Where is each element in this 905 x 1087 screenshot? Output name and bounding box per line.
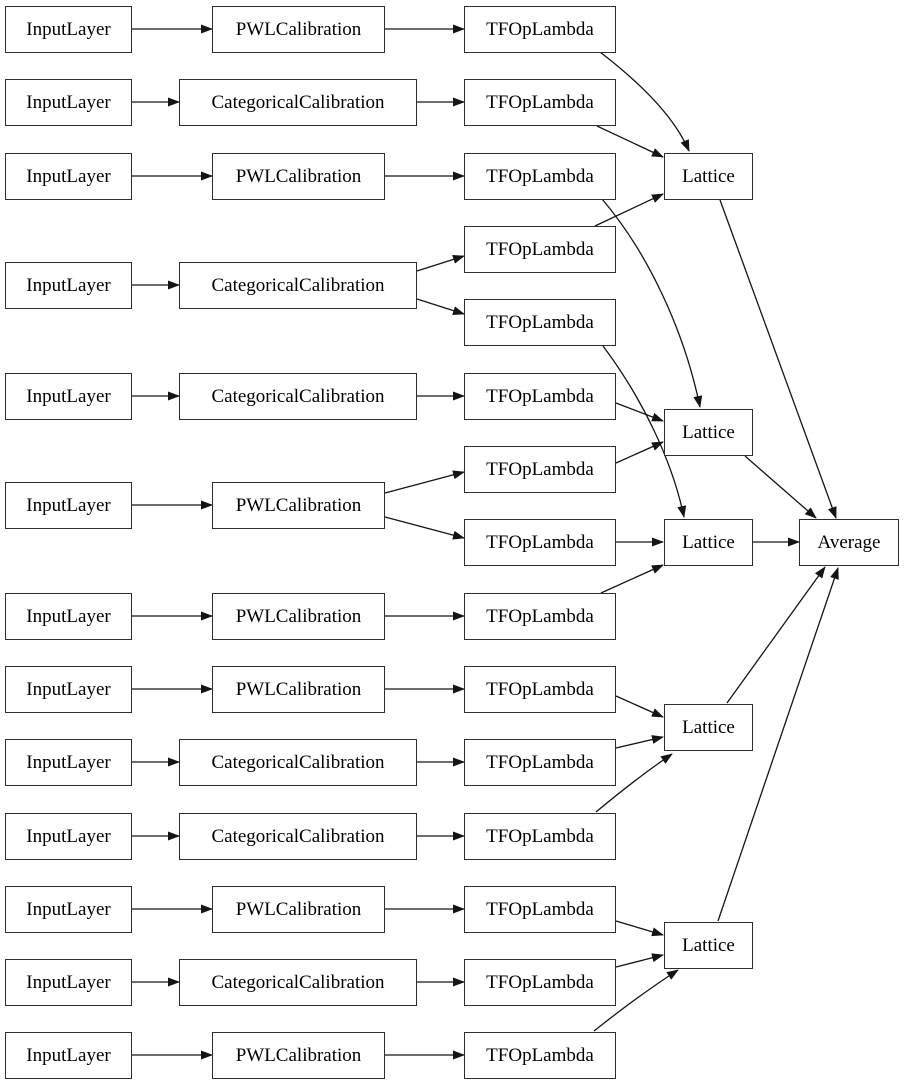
node-tf-op-lambda-t12: TFOpLambda bbox=[464, 958, 616, 1006]
edge-t3-to-L2 bbox=[601, 198, 703, 408]
node-categorical-calibration-c4: CategoricalCalibration bbox=[179, 261, 417, 309]
edge-t12-to-L5 bbox=[615, 953, 664, 968]
node-lattice-L1: Lattice bbox=[664, 152, 753, 200]
node-tf-op-lambda-t2: TFOpLambda bbox=[464, 78, 616, 126]
node-input-layer-i11: InputLayer bbox=[5, 885, 132, 933]
node-input-layer-i1: InputLayer bbox=[5, 5, 132, 53]
node-pwl-calibration-c13: PWLCalibration bbox=[212, 1031, 385, 1079]
node-lattice-L4: Lattice bbox=[664, 703, 753, 751]
node-pwl-calibration-c8: PWLCalibration bbox=[212, 665, 385, 713]
node-input-layer-i4: InputLayer bbox=[5, 261, 132, 309]
node-tf-op-lambda-t3: TFOpLambda bbox=[464, 152, 616, 200]
edge-t10-to-L4 bbox=[595, 753, 673, 813]
node-tf-op-lambda-t4a: TFOpLambda bbox=[464, 225, 616, 273]
node-tf-op-lambda-t1: TFOpLambda bbox=[464, 5, 616, 53]
node-tf-op-lambda-t6b: TFOpLambda bbox=[464, 518, 616, 566]
edge-c4-to-t4b bbox=[416, 298, 465, 315]
node-tf-op-lambda-t11: TFOpLambda bbox=[464, 885, 616, 933]
edge-t13-to-L5 bbox=[593, 969, 679, 1032]
edge-L5-to-avg bbox=[717, 567, 839, 922]
node-input-layer-i3: InputLayer bbox=[5, 152, 132, 200]
edge-t4b-to-L3 bbox=[602, 345, 687, 518]
node-lattice-L5: Lattice bbox=[664, 921, 753, 969]
node-input-layer-i8: InputLayer bbox=[5, 665, 132, 713]
node-pwl-calibration-c11: PWLCalibration bbox=[212, 885, 385, 933]
edge-t6a-to-L2 bbox=[615, 441, 664, 464]
edge-t8-to-L4 bbox=[615, 695, 664, 718]
node-input-layer-i12: InputLayer bbox=[5, 958, 132, 1006]
node-input-layer-i5: InputLayer bbox=[5, 372, 132, 420]
node-categorical-calibration-c5: CategoricalCalibration bbox=[179, 372, 417, 420]
node-lattice-L2: Lattice bbox=[664, 408, 753, 456]
node-categorical-calibration-c9: CategoricalCalibration bbox=[179, 738, 417, 786]
edge-c4-to-t4a bbox=[416, 255, 465, 272]
edge-t9-to-L4 bbox=[615, 735, 664, 749]
edge-c6-to-t6b bbox=[384, 516, 465, 540]
node-categorical-calibration-c10: CategoricalCalibration bbox=[179, 812, 417, 860]
node-tf-op-lambda-t5: TFOpLambda bbox=[464, 372, 616, 420]
edge-L2-to-avg bbox=[744, 455, 817, 519]
node-tf-op-lambda-t8: TFOpLambda bbox=[464, 665, 616, 713]
node-tf-op-lambda-t7: TFOpLambda bbox=[464, 592, 616, 640]
node-pwl-calibration-c1: PWLCalibration bbox=[212, 5, 385, 53]
node-pwl-calibration-c7: PWLCalibration bbox=[212, 592, 385, 640]
node-pwl-calibration-c3: PWLCalibration bbox=[212, 152, 385, 200]
node-input-layer-i9: InputLayer bbox=[5, 738, 132, 786]
node-input-layer-i6: InputLayer bbox=[5, 481, 132, 529]
node-categorical-calibration-c12: CategoricalCalibration bbox=[179, 958, 417, 1006]
node-tf-op-lambda-t13: TFOpLambda bbox=[464, 1031, 616, 1079]
node-lattice-L3: Lattice bbox=[664, 518, 753, 566]
edge-t11-to-L5 bbox=[615, 920, 664, 937]
node-tf-op-lambda-t10: TFOpLambda bbox=[464, 812, 616, 860]
edge-t5-to-L2 bbox=[615, 402, 664, 422]
node-input-layer-i13: InputLayer bbox=[5, 1031, 132, 1079]
edge-t2-to-L1 bbox=[596, 125, 664, 158]
node-input-layer-i2: InputLayer bbox=[5, 78, 132, 126]
edge-t7-to-L3 bbox=[600, 564, 664, 594]
node-input-layer-i10: InputLayer bbox=[5, 812, 132, 860]
node-tf-op-lambda-t6a: TFOpLambda bbox=[464, 445, 616, 493]
edge-t1-to-L1 bbox=[599, 51, 690, 152]
node-categorical-calibration-c2: CategoricalCalibration bbox=[179, 78, 417, 126]
edge-c6-to-t6a bbox=[384, 470, 465, 494]
node-pwl-calibration-c6: PWLCalibration bbox=[212, 481, 385, 529]
node-tf-op-lambda-t9: TFOpLambda bbox=[464, 738, 616, 786]
node-average-avg: Average bbox=[799, 518, 899, 566]
edge-L1-to-avg bbox=[719, 199, 837, 519]
node-input-layer-i7: InputLayer bbox=[5, 592, 132, 640]
node-tf-op-lambda-t4b: TFOpLambda bbox=[464, 298, 616, 346]
edge-t4a-to-L1 bbox=[594, 193, 664, 227]
edge-L4-to-avg bbox=[726, 566, 826, 704]
